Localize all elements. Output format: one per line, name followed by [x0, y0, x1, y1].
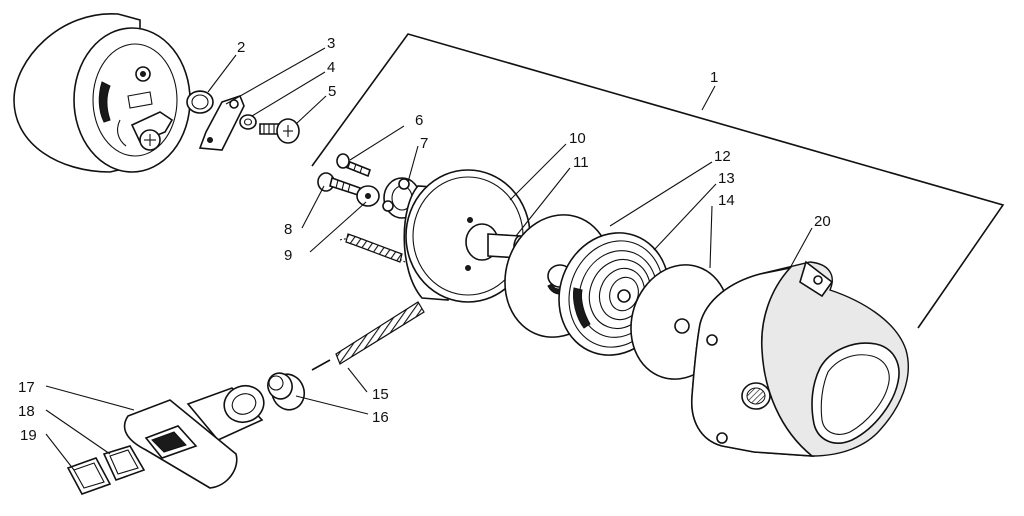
part-16-grommet: [267, 372, 306, 411]
part-5-screw: [259, 118, 300, 144]
leader-lines: [45, 47, 813, 471]
flywheel: [13, 13, 191, 173]
callout-7: 7: [420, 135, 428, 152]
part-6-screw: [336, 153, 371, 178]
part-9-washer: [356, 185, 380, 207]
part-2-spring: [186, 90, 214, 114]
part-18-insert: [102, 445, 146, 481]
callout-1: 1: [710, 69, 718, 86]
callout-6: 6: [415, 112, 423, 129]
callout-2: 2: [237, 39, 245, 56]
callout-14: 14: [718, 192, 735, 209]
part-17-handle: [123, 384, 265, 489]
callout-20: 20: [814, 213, 831, 230]
callout-3: 3: [327, 35, 335, 52]
part-15-rope: [311, 233, 425, 371]
callout-9: 9: [284, 247, 292, 264]
part-20-cover: [690, 260, 909, 457]
part-4-washer: [239, 114, 257, 130]
callout-12: 12: [714, 148, 731, 165]
callout-10: 10: [569, 130, 586, 147]
callout-8: 8: [284, 221, 292, 238]
callout-11: 11: [573, 154, 589, 171]
callout-17: 17: [18, 379, 35, 396]
part-10-pulley: [403, 169, 531, 303]
callout-15: 15: [372, 386, 389, 403]
part-8-screw: [317, 172, 361, 197]
callout-19: 19: [20, 427, 37, 444]
callout-13: 13: [718, 170, 735, 187]
callout-18: 18: [18, 403, 35, 420]
callout-4: 4: [327, 59, 335, 76]
callout-16: 16: [372, 409, 389, 426]
callout-labels: 1 2 3 4 5 6 7 8 9 10 11 12 13 14 15 16 1…: [18, 35, 831, 444]
callout-5: 5: [328, 83, 336, 100]
assembly-bracket: [311, 33, 1005, 329]
part-19-cap: [66, 457, 112, 495]
